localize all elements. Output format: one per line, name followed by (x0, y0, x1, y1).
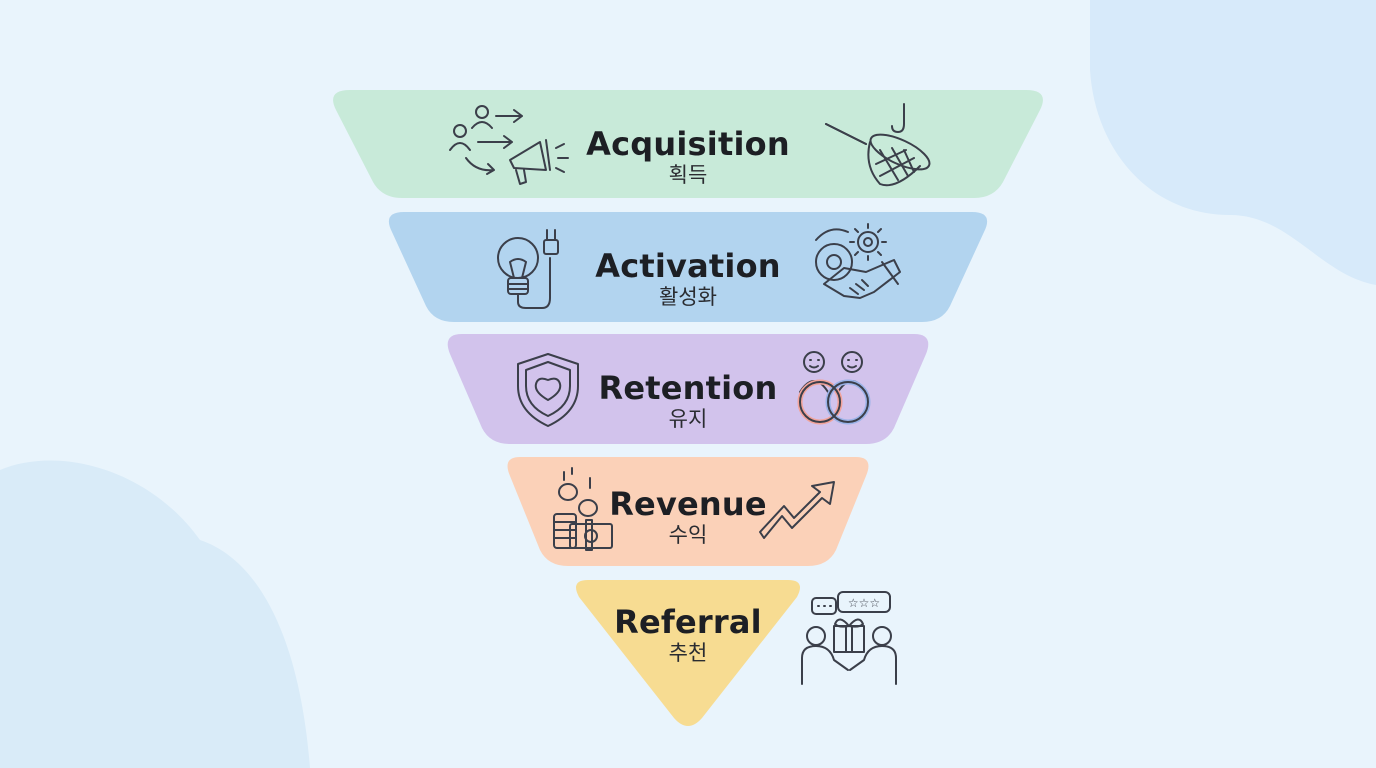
stage-title: Referral (614, 603, 762, 641)
stage-subtitle: 추천 (668, 641, 708, 665)
stage-revenue-band (507, 457, 869, 566)
fishing-net-icon (825, 103, 931, 187)
stage-subtitle: 획득 (668, 163, 708, 187)
stage-subtitle: 유지 (668, 407, 708, 431)
stage-subtitle: 활성화 (659, 285, 717, 309)
stage-referral-label: Referral 추천 (538, 604, 838, 666)
stage-retention-label: Retention 유지 (538, 370, 838, 432)
stage-referral-band (576, 580, 800, 726)
stage-activation-band (388, 212, 988, 322)
stage-subtitle: 수익 (668, 523, 708, 547)
audience-megaphone-icon (449, 105, 569, 185)
stage-title: Acquisition (586, 125, 790, 163)
lightbulb-plug-icon (497, 229, 559, 309)
linked-rings-people-icon (797, 351, 871, 425)
trend-up-arrow-icon (759, 481, 835, 539)
coins-money-icon (553, 467, 613, 551)
stage-acquisition-label: Acquisition 획득 (538, 126, 838, 188)
people-gift-review-icon: ☆☆☆ (801, 591, 897, 685)
stage-revenue-label: Revenue 수익 (538, 486, 838, 548)
handshake-gears-icon (815, 223, 901, 299)
stage-title: Activation (595, 247, 781, 285)
stage-title: Retention (598, 369, 778, 407)
star-rating-icon: ☆☆☆ (848, 596, 880, 610)
stage-activation-label: Activation 활성화 (538, 248, 838, 310)
stage-title: Revenue (609, 485, 767, 523)
shield-heart-icon (517, 353, 579, 427)
